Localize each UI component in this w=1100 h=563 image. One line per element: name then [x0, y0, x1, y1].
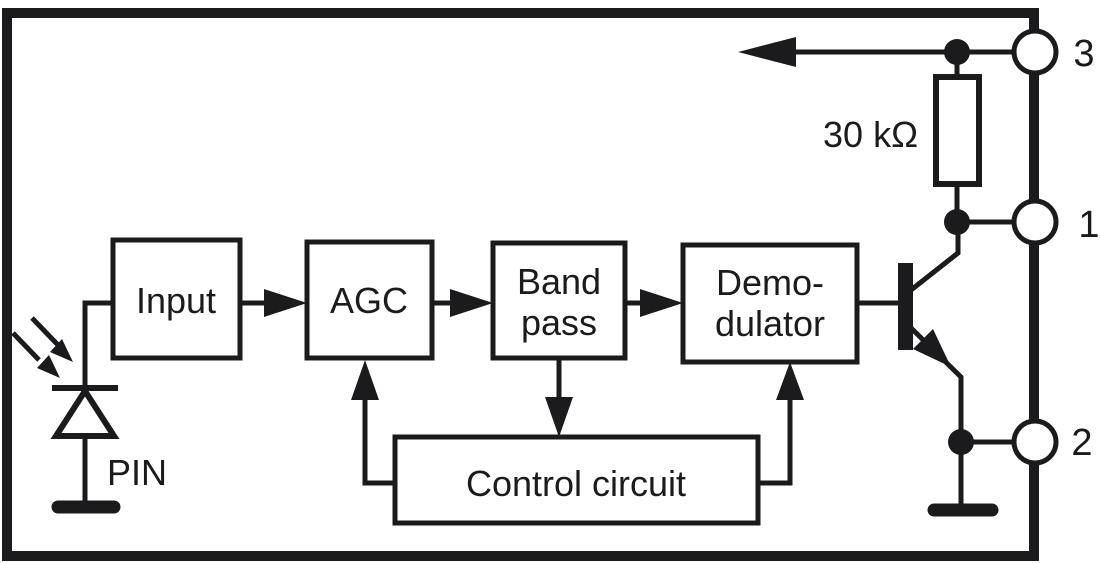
supply-rail — [738, 37, 1016, 67]
bandpass-label-line2: pass — [521, 302, 597, 343]
arrow-down-icon — [545, 397, 573, 437]
agc-label: AGC — [330, 280, 408, 321]
arrow-right-icon — [640, 289, 683, 317]
light-ray-wire — [11, 331, 41, 362]
pin1-number-label: 1 — [1078, 204, 1099, 246]
device-case-border — [2, 8, 1039, 561]
pin3-terminal: 3 — [1011, 28, 1095, 76]
agc-block: AGC — [304, 239, 435, 361]
control-feedback-wires — [351, 358, 804, 486]
resistor-body — [933, 74, 982, 187]
pin2-terminal: 2 — [1011, 418, 1093, 466]
terminal-circle — [1011, 28, 1059, 76]
demodulator-label-line2: dulator — [715, 303, 825, 344]
emitter-arrow-icon — [913, 329, 951, 367]
demodulator-label-line1: Demo- — [716, 262, 824, 303]
input-box — [110, 237, 243, 361]
pin-photodiode: PIN — [11, 300, 167, 514]
light-arrow-icon — [37, 355, 60, 378]
arrow-left-icon — [738, 37, 796, 67]
control-to-agc-wire — [362, 398, 395, 486]
demodulator-box — [680, 242, 860, 365]
terminal-circle — [1011, 418, 1059, 466]
control-to-demodulator-wire — [758, 398, 793, 486]
light-ray-wire — [30, 316, 60, 347]
input-block: Input — [110, 237, 243, 361]
transistor-collector-wire — [909, 226, 961, 292]
input-label: Input — [136, 280, 216, 321]
npn-transistor — [898, 226, 964, 444]
incident-light-arrows — [11, 316, 73, 378]
arrow-right-icon — [450, 289, 493, 317]
photodiode-label: PIN — [107, 452, 167, 493]
pin1-terminal: 1 — [1011, 198, 1100, 246]
pin2-number-label: 2 — [1071, 422, 1092, 464]
light-arrow-icon — [50, 339, 73, 362]
arrow-up-icon — [776, 362, 804, 400]
transistor-base-bar — [898, 263, 913, 350]
control-circuit-box — [392, 434, 761, 526]
agc-box — [304, 239, 435, 361]
control-circuit-block: Control circuit — [392, 434, 761, 526]
junction-dot — [944, 39, 970, 65]
bandpass-label-line1: Band — [517, 261, 601, 302]
arrow-up-icon — [351, 360, 379, 400]
diode-triangle — [50, 385, 120, 439]
control-circuit-label: Control circuit — [466, 463, 686, 504]
resistor-30k: 30 kΩ — [823, 52, 982, 224]
resistor-value-label: 30 kΩ — [823, 114, 918, 155]
arrow-right-icon — [264, 289, 307, 317]
photodiode-to-input-wire — [82, 300, 113, 387]
demodulator-block: Demo- dulator — [680, 242, 860, 365]
signal-chain-arrows — [240, 289, 900, 317]
bandpass-block: Band pass — [490, 240, 628, 361]
terminal-circle — [1011, 198, 1059, 246]
pin3-number-label: 3 — [1073, 33, 1094, 75]
